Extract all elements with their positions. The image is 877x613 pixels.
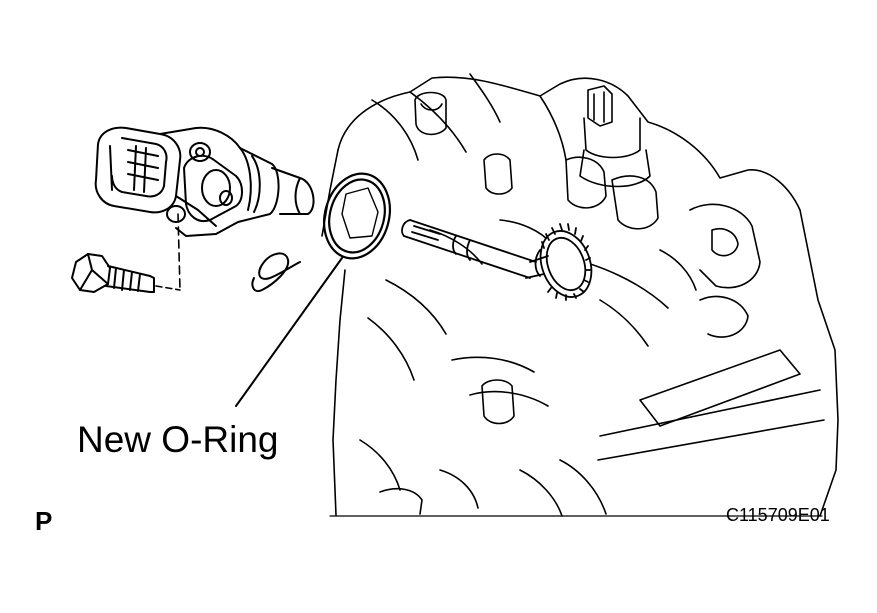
clip-icon bbox=[251, 252, 301, 292]
callout-label-new-o-ring: New O-Ring bbox=[77, 419, 279, 460]
view-marker: P bbox=[35, 506, 53, 536]
o-ring-icon bbox=[323, 172, 391, 260]
callout-leader-line bbox=[235, 257, 343, 407]
sensor-with-connector-icon bbox=[94, 126, 315, 291]
figure-code: C115709E01 bbox=[726, 505, 830, 525]
driven-gear-shaft-icon bbox=[401, 219, 593, 301]
bolt-icon bbox=[71, 253, 181, 293]
